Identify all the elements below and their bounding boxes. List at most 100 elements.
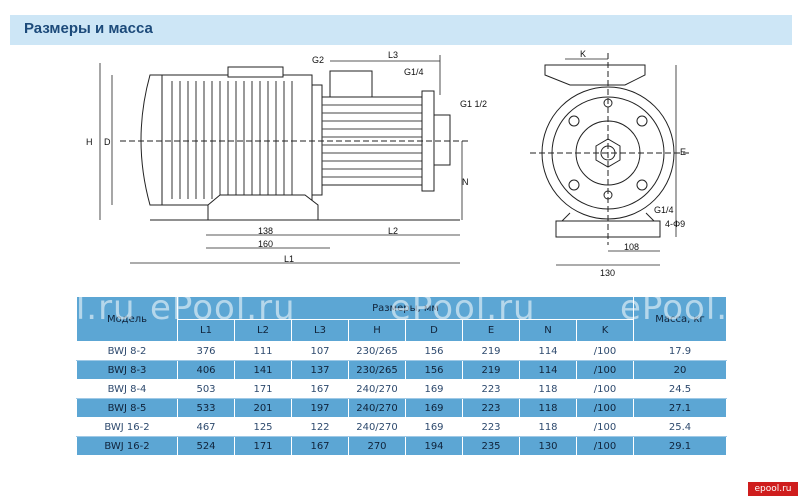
- header-l3: L3: [291, 319, 349, 342]
- section-title: Размеры и масса: [24, 20, 153, 37]
- label-hole: 4-Φ9: [665, 219, 685, 229]
- label-n: N: [462, 177, 469, 187]
- cell-mass: 27.1: [633, 398, 727, 418]
- label-l2: L2: [388, 226, 398, 236]
- cell-model: BWJ 8-2: [76, 341, 178, 361]
- cell-e: 235: [462, 436, 520, 456]
- label-d: D: [104, 137, 111, 147]
- header-h: H: [348, 319, 406, 342]
- site-logo: epool.ru: [748, 482, 798, 496]
- cell-model: BWJ 8-4: [76, 379, 178, 399]
- cell-n: 130: [519, 436, 577, 456]
- cell-k: /100: [576, 398, 634, 418]
- cell-k: /100: [576, 341, 634, 361]
- cell-l3: 197: [291, 398, 349, 418]
- cell-l2: 141: [234, 360, 292, 380]
- cell-h: 230/265: [348, 360, 406, 380]
- cell-mass: 17.9: [633, 341, 727, 361]
- header-model: Модель: [76, 296, 178, 342]
- cell-l1: 406: [177, 360, 235, 380]
- label-k: K: [580, 49, 586, 59]
- cell-l3: 137: [291, 360, 349, 380]
- cell-h: 240/270: [348, 398, 406, 418]
- cell-d: 169: [405, 417, 463, 437]
- cell-h: 240/270: [348, 417, 406, 437]
- technical-drawing: H D G2 L3 G1/4 G1 1/2 N 138 L2 160 L1 K: [0, 45, 804, 290]
- label-g1-half: G1 1/2: [460, 99, 487, 109]
- table-row: BWJ 16-2 467 125 122 240/270 169 223 118…: [76, 417, 727, 437]
- section-header: Размеры и масса: [10, 15, 792, 45]
- cell-d: 169: [405, 379, 463, 399]
- table-row: BWJ 16-2 524 171 167 270 194 235 130 /10…: [76, 436, 727, 456]
- cell-e: 219: [462, 360, 520, 380]
- table-row: BWJ 8-4 503 171 167 240/270 169 223 118 …: [76, 379, 727, 399]
- cell-d: 169: [405, 398, 463, 418]
- header-k: K: [576, 319, 634, 342]
- table-row: BWJ 8-3 406 141 137 230/265 156 219 114 …: [76, 360, 727, 380]
- pump-drawing-svg: H D G2 L3 G1/4 G1 1/2 N 138 L2 160 L1 K: [86, 49, 690, 278]
- cell-l1: 467: [177, 417, 235, 437]
- header-l1: L1: [177, 319, 235, 342]
- cell-n: 114: [519, 341, 577, 361]
- cell-n: 118: [519, 379, 577, 399]
- cell-l2: 111: [234, 341, 292, 361]
- cell-e: 223: [462, 379, 520, 399]
- cell-model: BWJ 8-5: [76, 398, 178, 418]
- cell-e: 219: [462, 341, 520, 361]
- cell-mass: 20: [633, 360, 727, 380]
- cell-mass: 25.4: [633, 417, 727, 437]
- cell-e: 223: [462, 398, 520, 418]
- cell-model: BWJ 16-2: [76, 417, 178, 437]
- table-row: BWJ 8-2 376 111 107 230/265 156 219 114 …: [76, 341, 727, 361]
- label-g1-4-top: G1/4: [404, 67, 424, 77]
- header-n: N: [519, 319, 577, 342]
- cell-e: 223: [462, 417, 520, 437]
- cell-model: BWJ 16-2: [76, 436, 178, 456]
- label-g2: G2: [312, 55, 324, 65]
- cell-n: 114: [519, 360, 577, 380]
- cell-l1: 376: [177, 341, 235, 361]
- cell-l3: 122: [291, 417, 349, 437]
- label-h: H: [86, 137, 93, 147]
- cell-n: 118: [519, 417, 577, 437]
- cell-l2: 171: [234, 436, 292, 456]
- label-160: 160: [258, 239, 273, 249]
- cell-h: 230/265: [348, 341, 406, 361]
- cell-k: /100: [576, 379, 634, 399]
- cell-l2: 125: [234, 417, 292, 437]
- cell-l1: 533: [177, 398, 235, 418]
- cell-l3: 107: [291, 341, 349, 361]
- dimensions-table-wrap: Модель Размеры, мм Масса, кг L1 L2 L3 H …: [76, 296, 727, 456]
- cell-l1: 503: [177, 379, 235, 399]
- label-l1: L1: [284, 254, 294, 264]
- label-138: 138: [258, 226, 273, 236]
- cell-k: /100: [576, 360, 634, 380]
- cell-d: 156: [405, 341, 463, 361]
- cell-d: 194: [405, 436, 463, 456]
- cell-k: /100: [576, 417, 634, 437]
- header-dimensions: Размеры, мм: [177, 296, 634, 320]
- cell-l1: 524: [177, 436, 235, 456]
- label-l3: L3: [388, 50, 398, 60]
- cell-l3: 167: [291, 436, 349, 456]
- label-e: E: [680, 147, 686, 157]
- label-130: 130: [600, 268, 615, 278]
- cell-n: 118: [519, 398, 577, 418]
- cell-d: 156: [405, 360, 463, 380]
- cell-k: /100: [576, 436, 634, 456]
- cell-h: 270: [348, 436, 406, 456]
- cell-mass: 29.1: [633, 436, 727, 456]
- label-g1-4-side: G1/4: [654, 205, 674, 215]
- cell-model: BWJ 8-3: [76, 360, 178, 380]
- header-mass: Масса, кг: [633, 296, 727, 342]
- table-row: BWJ 8-5 533 201 197 240/270 169 223 118 …: [76, 398, 727, 418]
- cell-l2: 171: [234, 379, 292, 399]
- cell-mass: 24.5: [633, 379, 727, 399]
- header-l2: L2: [234, 319, 292, 342]
- cell-l3: 167: [291, 379, 349, 399]
- dimensions-table: Модель Размеры, мм Масса, кг L1 L2 L3 H …: [76, 296, 727, 456]
- header-e: E: [462, 319, 520, 342]
- cell-h: 240/270: [348, 379, 406, 399]
- cell-l2: 201: [234, 398, 292, 418]
- header-d: D: [405, 319, 463, 342]
